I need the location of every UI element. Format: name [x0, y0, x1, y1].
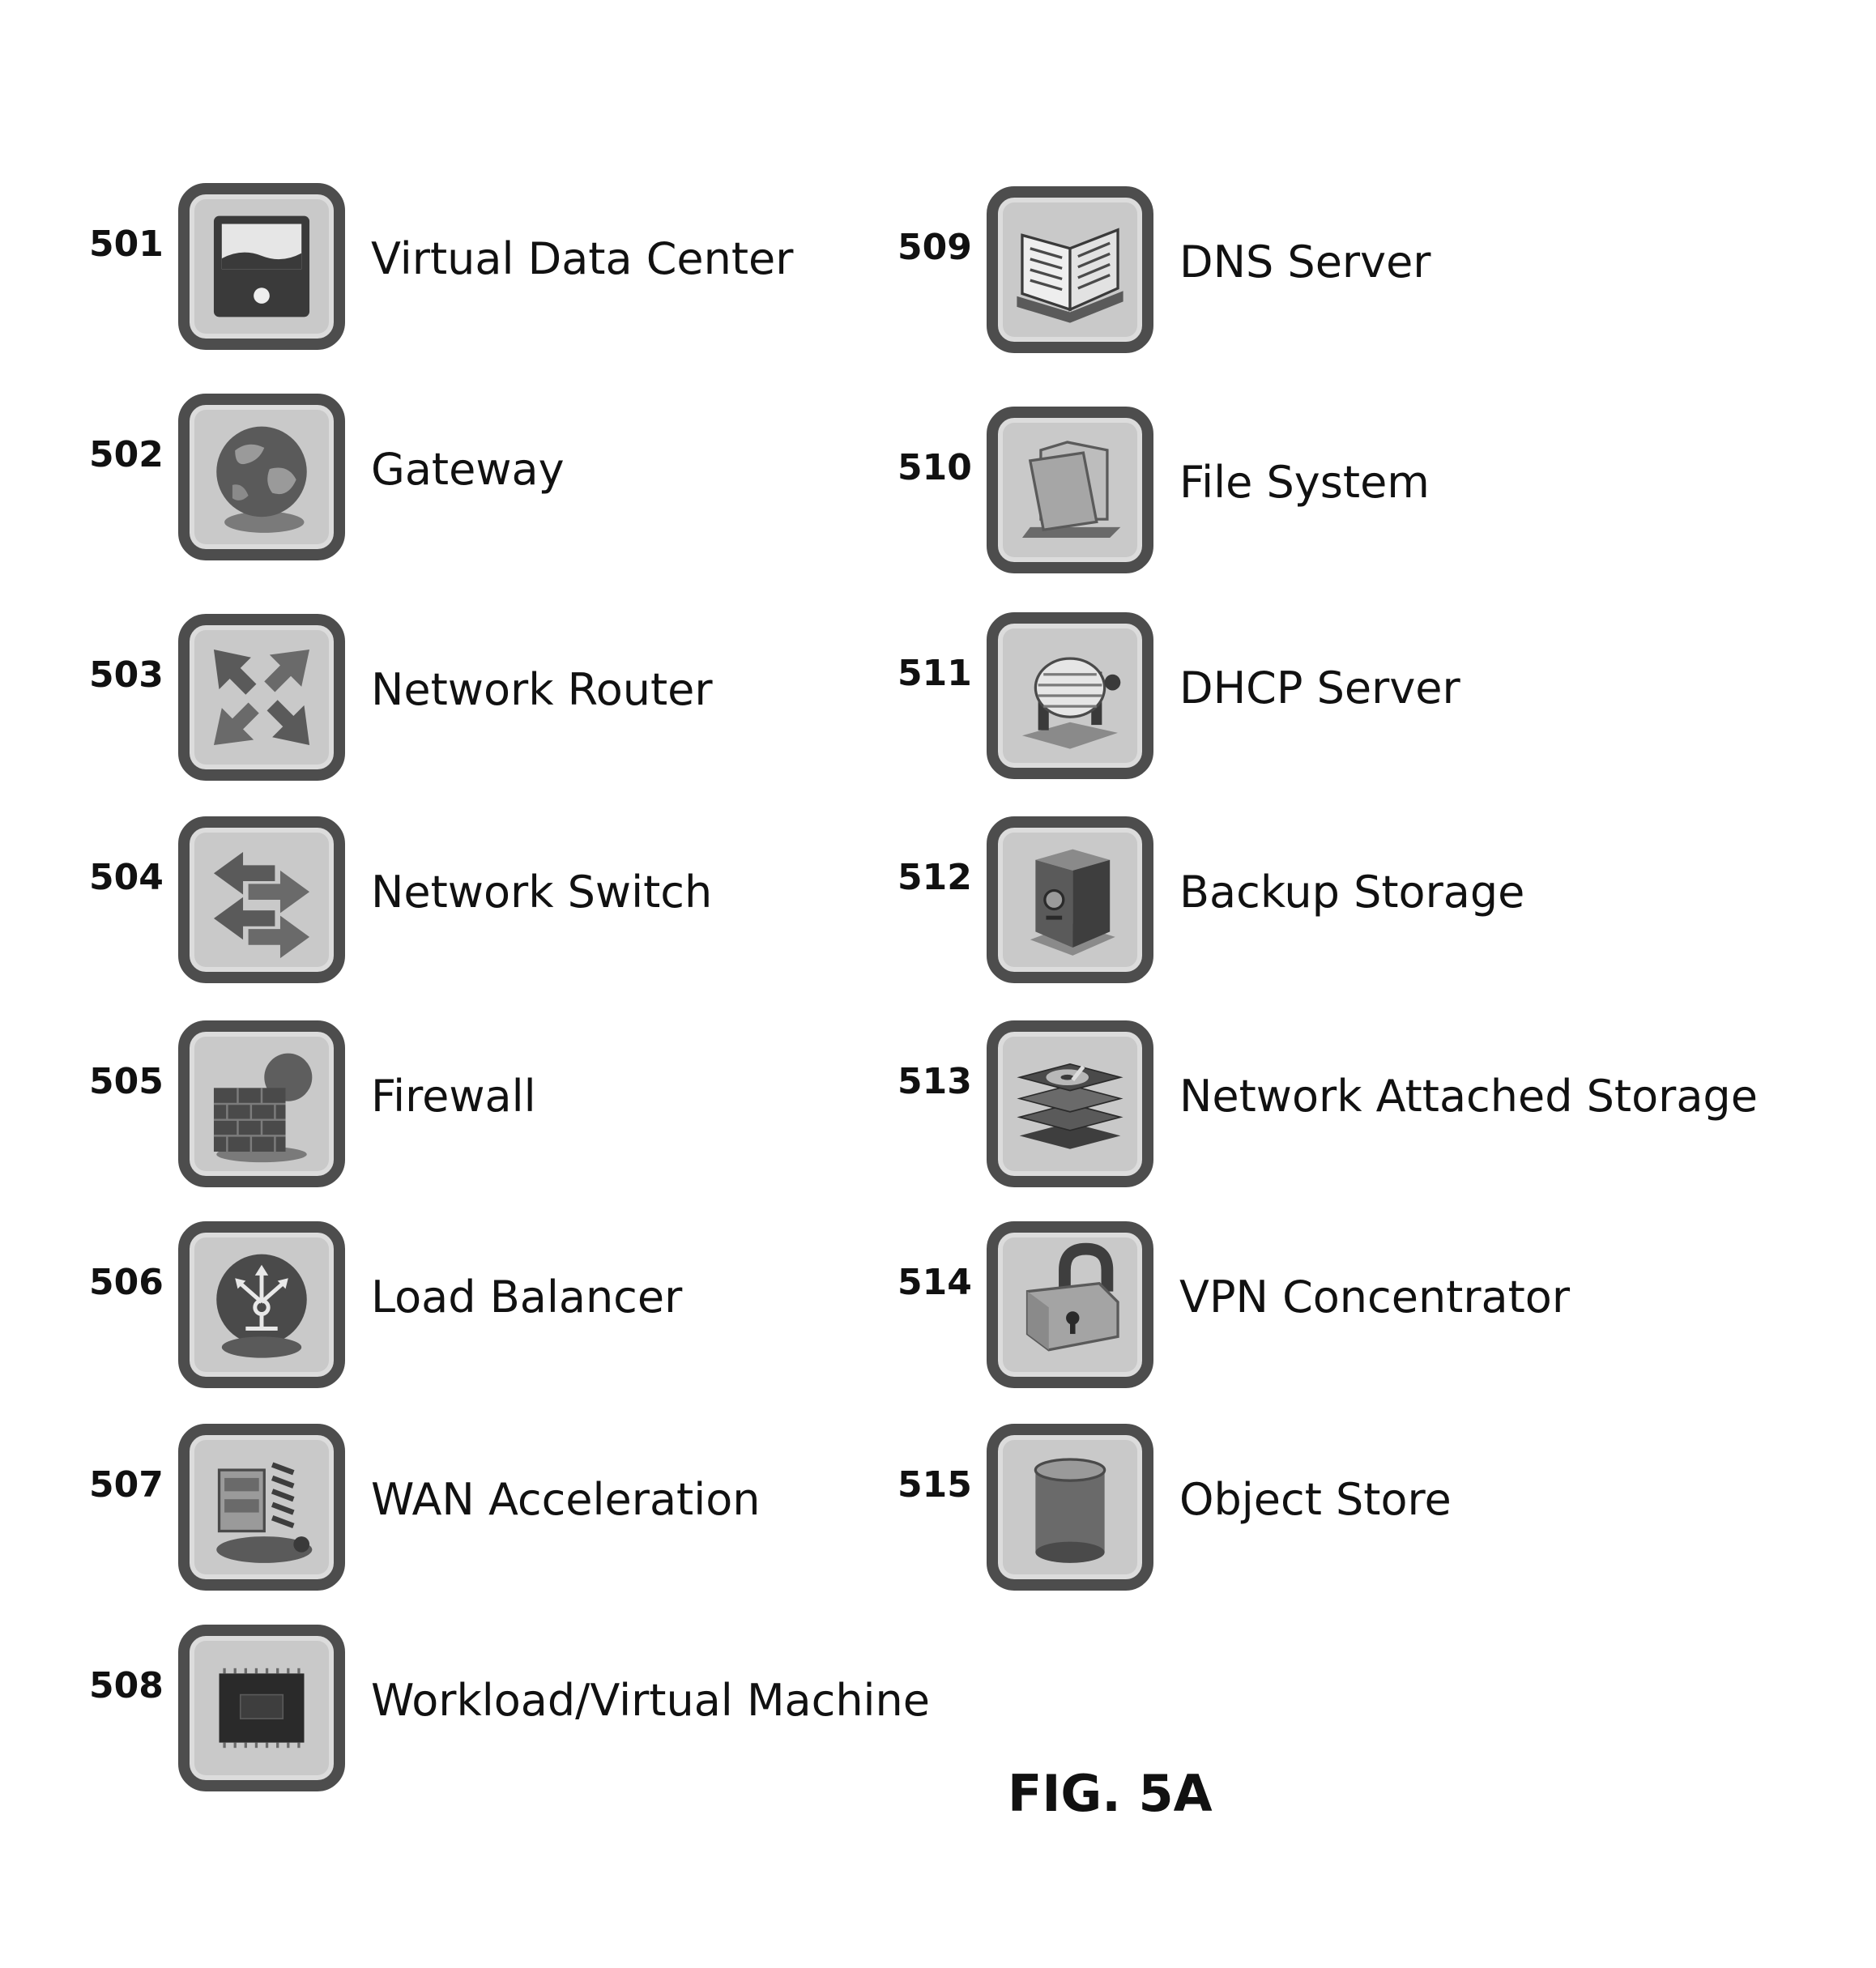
safe-icon	[987, 816, 1153, 983]
reference-number: 512	[897, 857, 970, 898]
reference-number: 507	[89, 1464, 162, 1506]
wan-acceleration-icon	[178, 1424, 345, 1591]
item-label: File System	[1179, 457, 1430, 508]
item-label: WAN Acceleration	[371, 1474, 761, 1525]
item-label: DHCP Server	[1179, 662, 1460, 714]
reference-number: 510	[897, 447, 970, 488]
reference-number: 502	[89, 434, 162, 475]
cpu-chip-icon	[178, 1625, 345, 1791]
item-label: Load Balancer	[371, 1272, 682, 1323]
globe-icon	[178, 394, 345, 560]
rolodex-icon	[987, 612, 1153, 779]
item-label: Object Store	[1179, 1474, 1452, 1525]
reference-number: 504	[89, 857, 162, 898]
item-label: Firewall	[371, 1071, 536, 1122]
load-balancer-icon	[178, 1221, 345, 1388]
reference-number: 508	[89, 1665, 162, 1706]
reference-number: 511	[897, 653, 970, 694]
figure-label: FIG. 5A	[1008, 1764, 1213, 1823]
reference-number: 509	[897, 227, 970, 268]
item-label: Gateway	[371, 444, 565, 495]
reference-number: 514	[897, 1262, 970, 1303]
item-label: VPN Concentrator	[1179, 1272, 1570, 1323]
reference-number: 501	[89, 224, 162, 265]
virtual-data-center-icon	[178, 183, 345, 350]
item-label: Network Attached Storage	[1179, 1071, 1758, 1122]
firewall-icon	[178, 1020, 345, 1187]
item-label: Network Switch	[371, 867, 712, 918]
reference-number: 513	[897, 1061, 970, 1102]
cylinder-icon	[987, 1424, 1153, 1591]
book-icon	[987, 186, 1153, 353]
item-label: Network Router	[371, 664, 713, 715]
hard-drive-stack-icon	[987, 1020, 1153, 1187]
folder-icon	[987, 407, 1153, 573]
reference-number: 506	[89, 1262, 162, 1303]
switch-arrows-icon	[178, 816, 345, 983]
router-arrows-icon	[178, 614, 345, 781]
padlock-icon	[987, 1221, 1153, 1388]
reference-number: 503	[89, 654, 162, 696]
reference-number: 505	[89, 1061, 162, 1102]
item-label: DNS Server	[1179, 236, 1431, 288]
item-label: Virtual Data Center	[371, 233, 793, 284]
item-label: Workload/Virtual Machine	[371, 1675, 930, 1726]
item-label: Backup Storage	[1179, 867, 1524, 918]
reference-number: 515	[897, 1464, 970, 1506]
